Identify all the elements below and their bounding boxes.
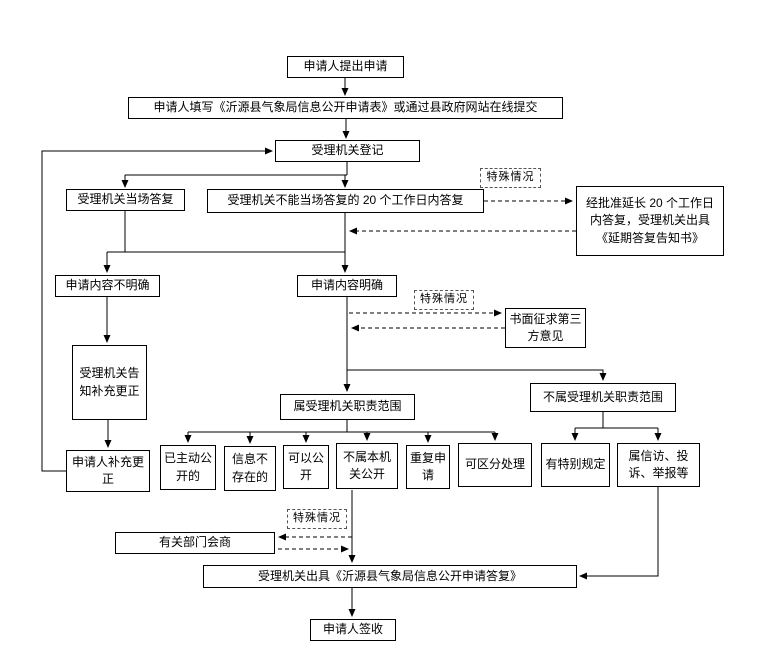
- node-third-party-consult: 书面征求第三方意见: [505, 308, 586, 348]
- node-submit-application: 申请人提出申请: [287, 56, 404, 78]
- node-petition-complaint: 属信访、投诉、举报等: [617, 443, 700, 487]
- node-fill-form: 申请人填写《沂源县气象局信息公开申请表》或通过县政府网站在线提交: [128, 97, 563, 119]
- node-issue-reply: 受理机关出具《沂源县气象局信息公开申请答复》: [203, 565, 577, 588]
- node-extended-reply: 经批准延长 20 个工作日内答复，受理机关出具《延期答复告知书》: [576, 186, 724, 256]
- node-can-be-public: 可以公开: [283, 445, 329, 489]
- label-special-case-1: 特殊情况: [480, 168, 541, 188]
- node-special-rule: 有特别规定: [541, 443, 610, 487]
- node-department-consult: 有关部门会商: [115, 532, 275, 554]
- node-content-clear: 申请内容明确: [297, 275, 397, 297]
- node-not-this-org: 不属本机关公开: [336, 443, 398, 489]
- label-special-case-2: 特殊情况: [414, 290, 474, 310]
- node-already-public: 已主动公开的: [160, 445, 216, 490]
- node-in-scope: 属受理机关职责范围: [280, 394, 415, 420]
- label-special-case-3: 特殊情况: [287, 509, 347, 529]
- node-sign-receipt: 申请人签收: [310, 619, 396, 641]
- node-applicant-supplement: 申请人补充更正: [66, 450, 150, 492]
- node-reply-20-days: 受理机关不能当场答复的 20 个工作日内答复: [207, 189, 484, 213]
- node-repeat-application: 重复申请: [406, 445, 450, 489]
- node-out-of-scope: 不属受理机关职责范围: [530, 383, 676, 412]
- node-info-not-exist: 信息不存在的: [224, 446, 276, 491]
- node-notify-supplement: 受理机关告知补充更正: [72, 345, 147, 420]
- node-separable-handling: 可区分处理: [458, 443, 532, 487]
- node-content-unclear: 申请内容不明确: [55, 275, 160, 297]
- node-register: 受理机关登记: [275, 140, 420, 162]
- node-onsite-reply: 受理机关当场答复: [66, 189, 185, 211]
